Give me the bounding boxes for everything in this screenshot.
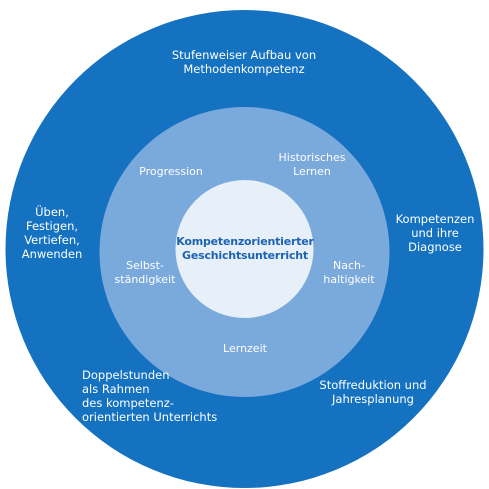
core-label: Kompetenzorientierter Geschichtsunterric… bbox=[176, 235, 314, 262]
middle-label-selbststaendigkeit: Selbst- ständigkeit bbox=[114, 259, 176, 286]
outer-label-doppelstunden: Doppelstunden als Rahmen des kompetenz- … bbox=[82, 368, 218, 424]
outer-label-ueben: Üben, Festigen, Vertiefen, Anwenden bbox=[21, 205, 83, 261]
outer-label-methodenkompetenz: Stufenweiser Aufbau von Methodenkompeten… bbox=[171, 48, 317, 76]
middle-label-lernzeit: Lernzeit bbox=[223, 342, 267, 355]
middle-label-historisches-lernen: Historisches Lernen bbox=[278, 151, 346, 178]
outer-label-stoffreduktion: Stoffreduktion und Jahresplanung bbox=[319, 378, 427, 406]
outer-label-kompetenzen: Kompetenzen und ihre Diagnose bbox=[395, 212, 475, 254]
middle-label-progression: Progression bbox=[139, 165, 203, 178]
core-circle bbox=[175, 180, 314, 318]
middle-label-nachhaltigkeit: Nach- haltigkeit bbox=[323, 259, 375, 286]
